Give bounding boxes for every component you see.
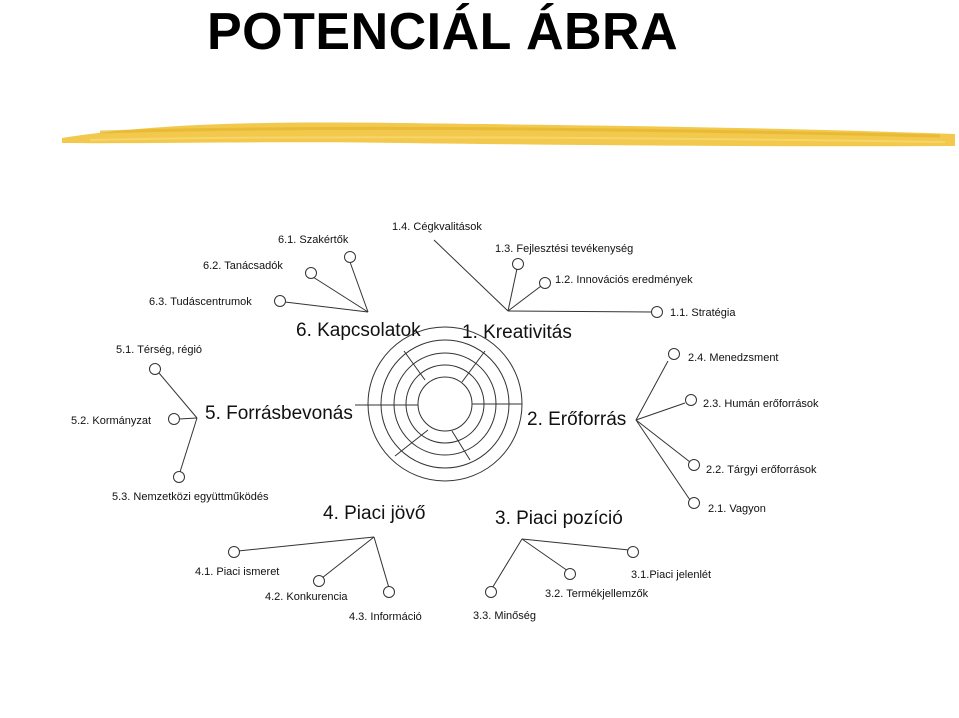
item-1-3-label: 1.3. Fejlesztési tevékenység bbox=[495, 243, 633, 255]
item-4-3-label: 4.3. Információ bbox=[349, 611, 422, 623]
item-4-1-label: 4.1. Piaci ismeret bbox=[195, 566, 279, 578]
category-5-group: 5. Forrásbevonás 5.1. Térség, régió 5.2.… bbox=[71, 344, 353, 503]
item-1-1-label: 1.1. Stratégia bbox=[670, 307, 736, 319]
item-3-3-label: 3.3. Minőség bbox=[473, 610, 536, 622]
item-2-1-label: 2.1. Vagyon bbox=[708, 503, 766, 515]
item-3-2-label: 3.2. Termékjellemzők bbox=[545, 588, 649, 600]
yellow-brush-stroke bbox=[62, 122, 955, 147]
item-5-1-label: 5.1. Térség, régió bbox=[116, 344, 202, 356]
center-target bbox=[355, 326, 523, 482]
category-2-label: 2. Erőforrás bbox=[527, 409, 626, 430]
category-6-label: 6. Kapcsolatok bbox=[296, 320, 421, 341]
category-3-group: 3. Piaci pozíció 3.1.Piaci jelenlét 3.2.… bbox=[473, 508, 711, 622]
category-4-label: 4. Piaci jövő bbox=[323, 503, 425, 524]
item-1-4-label: 1.4. Cégkvalitások bbox=[392, 221, 482, 233]
category-4-group: 4. Piaci jövő 4.1. Piaci ismeret 4.2. Ko… bbox=[195, 503, 425, 623]
item-3-1-label: 3.1.Piaci jelenlét bbox=[631, 569, 711, 581]
item-5-3-label: 5.3. Nemzetközi együttműködés bbox=[112, 491, 269, 503]
item-5-2-label: 5.2. Kormányzat bbox=[71, 415, 151, 427]
category-2-group: 2. Erőforrás 2.1. Vagyon 2.2. Tárgyi erő… bbox=[527, 348, 819, 515]
item-1-2-label: 1.2. Innovációs eredmények bbox=[555, 274, 693, 286]
item-6-3-label: 6.3. Tudáscentrumok bbox=[149, 296, 252, 308]
category-1-label: 1. Kreativitás bbox=[462, 322, 572, 343]
item-4-2-label: 4.2. Konkurencia bbox=[265, 591, 348, 603]
item-2-3-label: 2.3. Humán erőforrások bbox=[703, 398, 819, 410]
item-2-4-label: 2.4. Menedzsment bbox=[688, 352, 779, 364]
item-6-2-label: 6.2. Tanácsadók bbox=[203, 260, 283, 272]
category-1-group: 1. Kreativitás 1.1. Stratégia 1.2. Innov… bbox=[392, 221, 736, 343]
item-2-2-label: 2.2. Tárgyi erőforrások bbox=[706, 464, 817, 476]
category-3-label: 3. Piaci pozíció bbox=[495, 508, 623, 529]
category-6-group: 6. Kapcsolatok 6.1. Szakértők 6.2. Tanác… bbox=[149, 234, 421, 341]
category-5-label: 5. Forrásbevonás bbox=[205, 403, 353, 424]
page-title: POTENCIÁL ÁBRA bbox=[207, 3, 679, 61]
item-6-1-label: 6.1. Szakértők bbox=[278, 234, 349, 246]
